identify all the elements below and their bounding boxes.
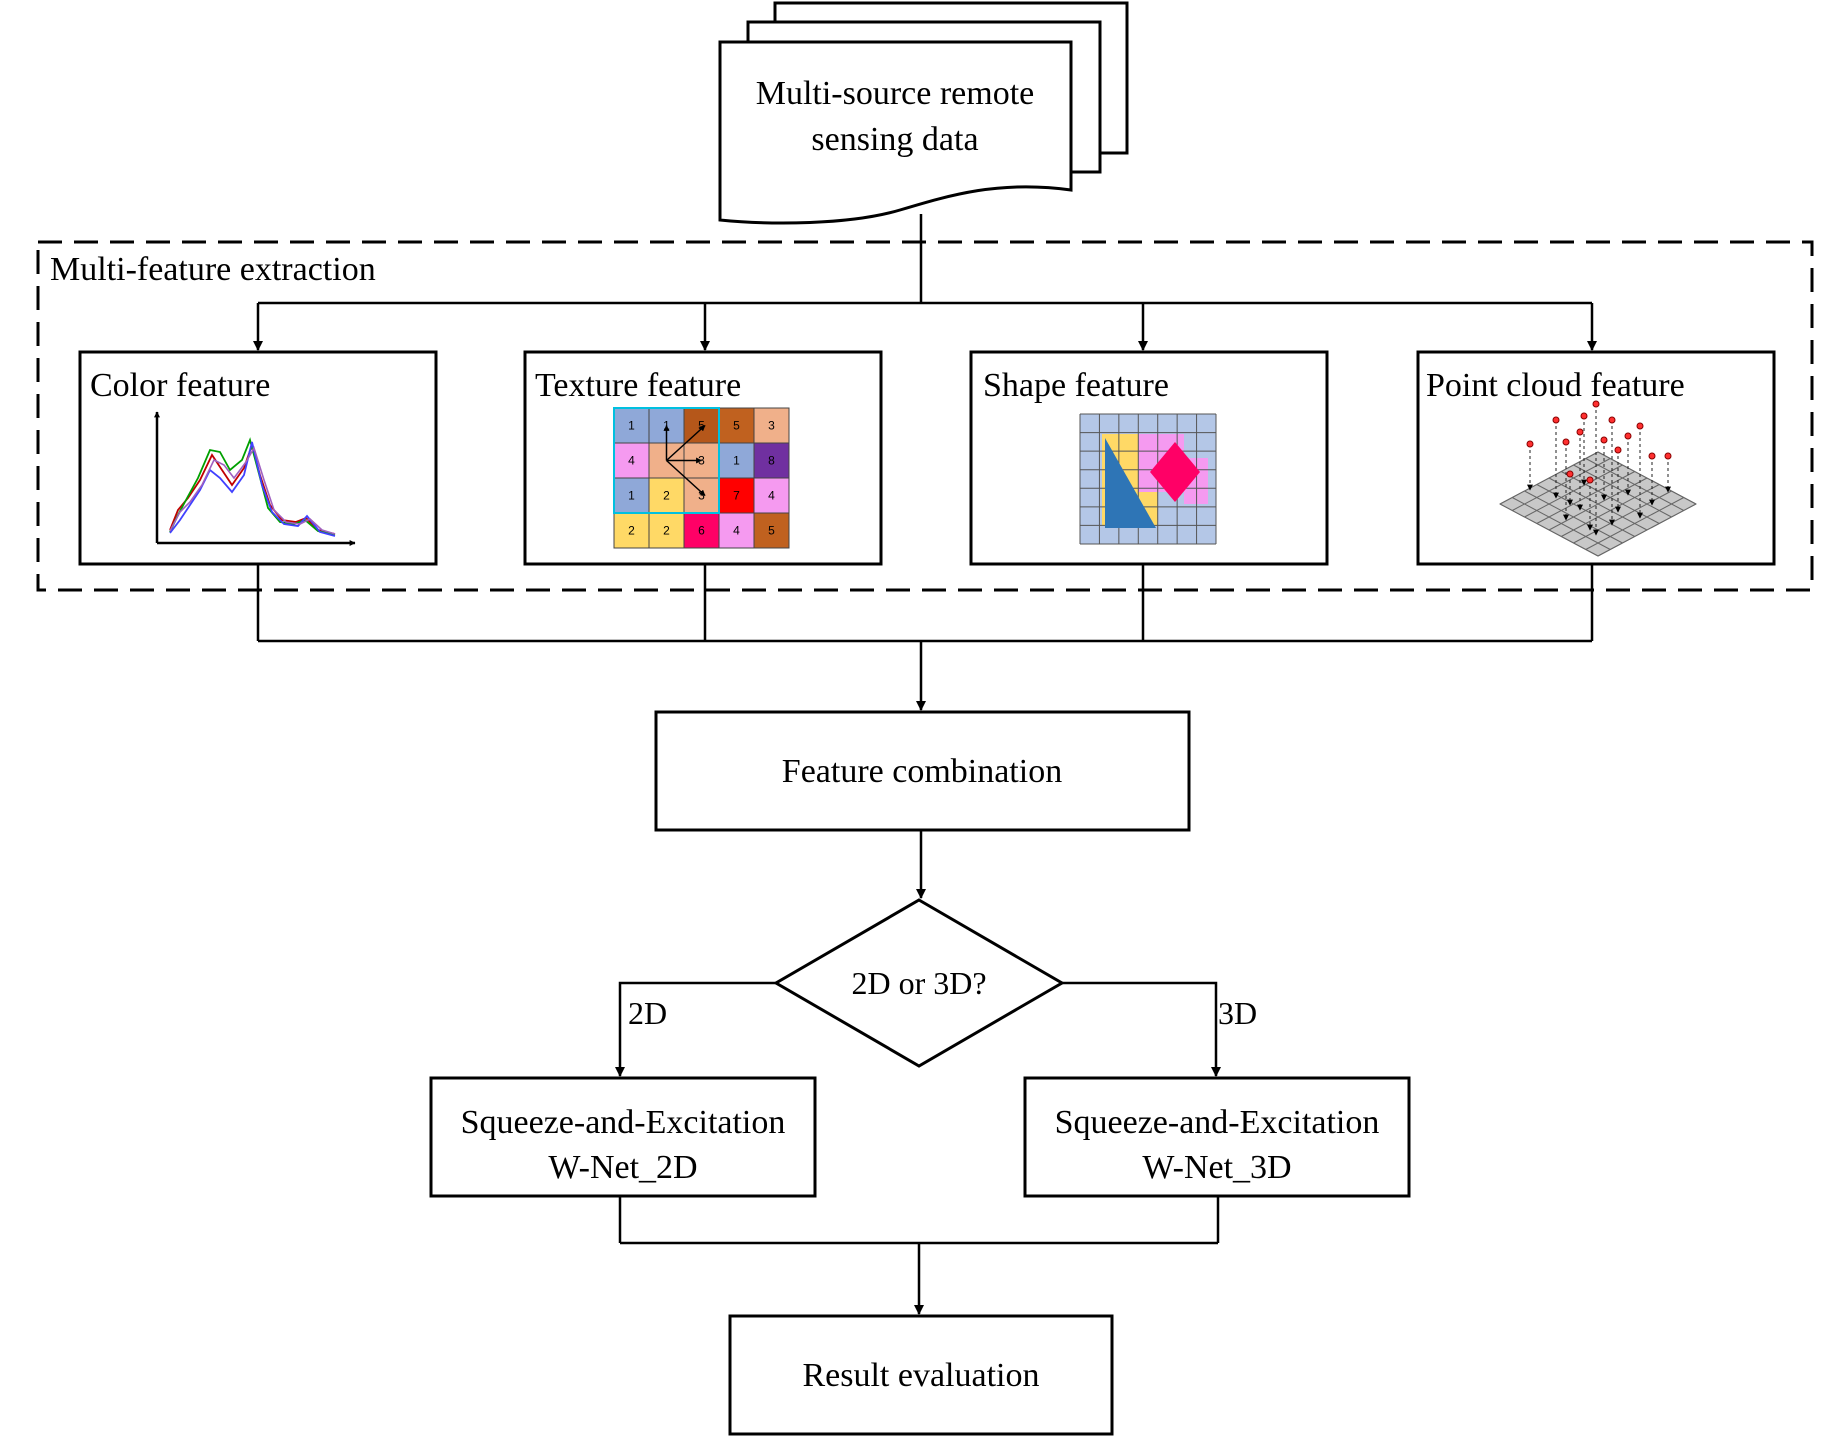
features-to-combination-connectors <box>256 564 1594 711</box>
curve-purple <box>169 446 336 535</box>
texture-cell <box>753 407 790 444</box>
group-label: Multi-feature extraction <box>50 251 376 288</box>
texture-cell-value: 1 <box>628 489 635 503</box>
decision-label: 2D or 3D? <box>851 965 986 1001</box>
texture-cell-value: 4 <box>733 524 740 538</box>
wnet-2d-line1: Squeeze-and-Excitation <box>461 1104 786 1141</box>
texture-cell-value: 6 <box>698 524 705 538</box>
texture-cell <box>718 442 755 479</box>
point-cloud-point <box>1586 476 1594 484</box>
point-cloud-point <box>1592 400 1600 408</box>
wnet-2d-line2: W-Net_2D <box>548 1149 697 1186</box>
point-cloud-point <box>1566 470 1574 478</box>
result-evaluation-box: Result evaluation <box>728 1314 1114 1436</box>
point-cloud-icon <box>1498 400 1698 557</box>
texture-cell-value: 7 <box>733 489 740 503</box>
branch-3d-label: 3D <box>1218 995 1257 1031</box>
color-feature-box: Color feature <box>78 350 438 566</box>
feature-combination-box: Feature combination <box>654 710 1191 832</box>
texture-grid-icon: 1155343181237422645 <box>613 407 790 549</box>
wnet-2d-box: Squeeze-and-Excitation W-Net_2D <box>429 1076 817 1198</box>
source-label-line1: Multi-source remote <box>756 75 1035 112</box>
multi-feature-extraction-group <box>36 240 1814 592</box>
decision-branches <box>615 981 1221 1077</box>
texture-cell-value: 4 <box>628 454 635 468</box>
networks-to-result-connectors <box>618 1196 1220 1315</box>
branch-2d-label: 2D <box>628 995 667 1031</box>
color-feature-label: Color feature <box>90 367 270 404</box>
triangle-shape <box>1105 438 1156 528</box>
source-document: Multi-source remote sensing data <box>718 1 1129 225</box>
wnet-3d-box: Squeeze-and-Excitation W-Net_3D <box>1023 1076 1411 1198</box>
source-to-features-connectors <box>253 214 1597 351</box>
histogram-chart-icon <box>154 411 356 546</box>
point-cloud-point <box>1636 422 1644 430</box>
texture-cell-value: 1 <box>628 419 635 433</box>
point-cloud-point <box>1552 416 1560 424</box>
texture-cell-value: 2 <box>628 524 635 538</box>
point-cloud-point <box>1580 412 1588 420</box>
curve-green <box>169 437 336 536</box>
point-cloud-point <box>1664 452 1672 460</box>
point-cloud-point <box>1600 436 1608 444</box>
point-cloud-point <box>1624 432 1632 440</box>
texture-cell-value: 4 <box>768 489 775 503</box>
shape-grid-icon <box>1079 413 1217 545</box>
feature-combination-label: Feature combination <box>782 753 1062 790</box>
texture-cell <box>753 512 790 549</box>
wnet-3d-line2: W-Net_3D <box>1142 1149 1291 1186</box>
point-cloud-point <box>1648 452 1656 460</box>
point-cloud-point <box>1526 440 1534 448</box>
wnet-3d-line1: Squeeze-and-Excitation <box>1055 1104 1380 1141</box>
point-cloud-feature-label: Point cloud feature <box>1426 367 1685 404</box>
result-evaluation-label: Result evaluation <box>802 1357 1039 1394</box>
point-cloud-feature-box: Point cloud feature <box>1416 350 1776 566</box>
texture-cell <box>753 442 790 479</box>
texture-cell-value: 3 <box>768 419 775 433</box>
texture-cell-value: 1 <box>733 454 740 468</box>
decision-diamond: 2D or 3D? <box>773 898 1065 1068</box>
texture-cell-value: 5 <box>768 524 775 538</box>
texture-feature-label: Texture feature <box>535 367 741 404</box>
texture-cell-value: 8 <box>768 454 775 468</box>
texture-feature-box: Texture feature 1155343181237422645 <box>523 350 883 566</box>
source-label-line2: sensing data <box>811 121 978 158</box>
texture-cell-value: 2 <box>663 524 670 538</box>
shape-feature-label: Shape feature <box>983 367 1169 404</box>
texture-cell <box>753 477 790 514</box>
texture-cell-value: 2 <box>663 489 670 503</box>
point-cloud-point <box>1576 428 1584 436</box>
shape-feature-box: Shape feature <box>969 350 1329 566</box>
diamond-shape <box>1150 442 1200 502</box>
point-cloud-point <box>1562 438 1570 446</box>
texture-cell-value: 5 <box>733 419 740 433</box>
texture-cell <box>648 512 685 549</box>
point-cloud-point <box>1608 416 1616 424</box>
point-cloud-point <box>1614 446 1622 454</box>
texture-cell <box>718 407 755 444</box>
